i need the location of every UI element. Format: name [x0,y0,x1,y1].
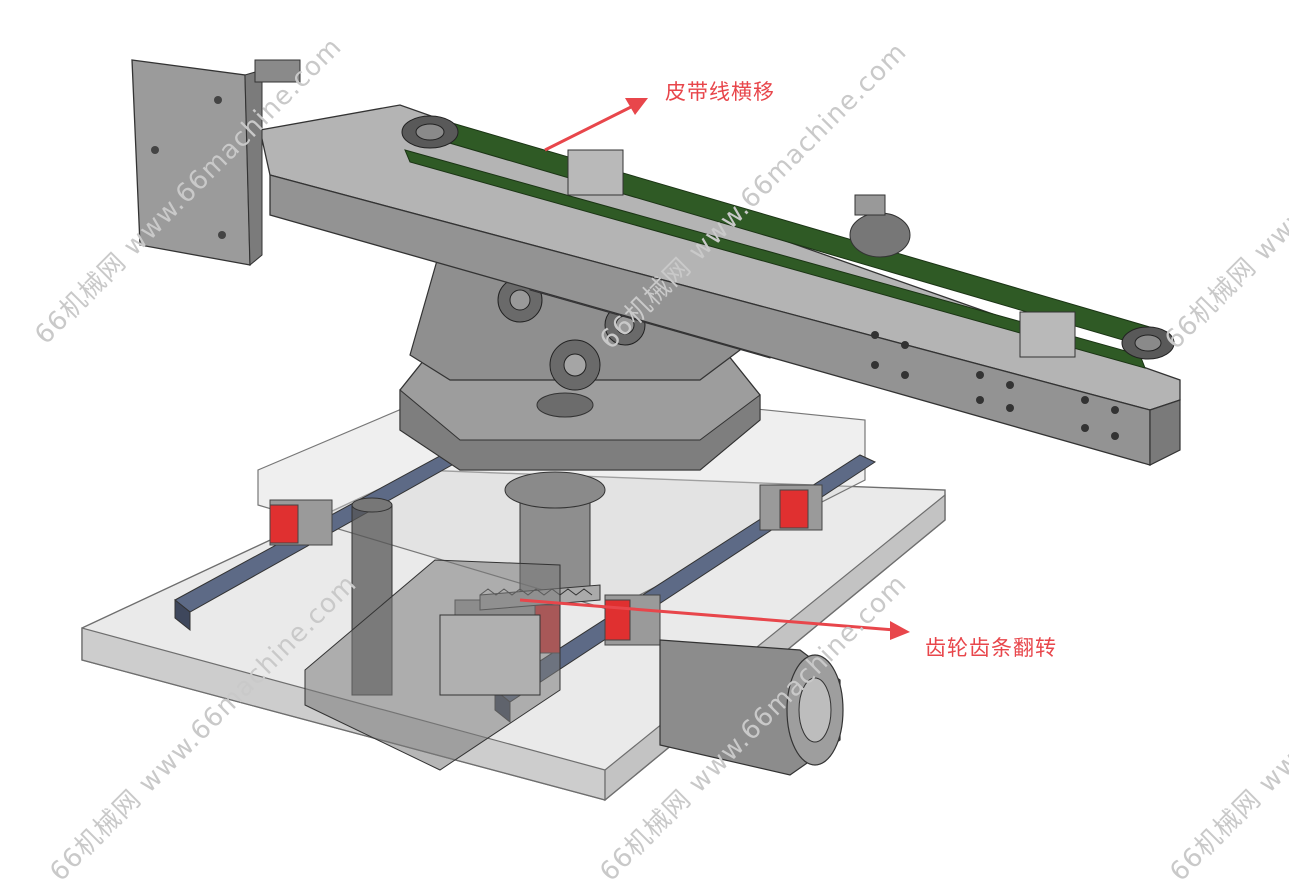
end-plate [131,59,301,267]
callout-arrow-belt [544,98,648,152]
pneumatic-cylinder [659,639,844,776]
lower-housing [304,559,561,771]
sensor-block [849,194,911,258]
machine-illustration: 皮带线横移 齿轮齿条翻转 66机械网 www.66machine.com 66机… [29,32,1289,888]
green-belt [401,115,1175,369]
callout-belt-traverse: 皮带线横移 [665,80,775,104]
callout-arrow-gear [519,598,910,640]
callout-gear-rack-flip: 齿轮齿条翻转 [925,636,1057,660]
